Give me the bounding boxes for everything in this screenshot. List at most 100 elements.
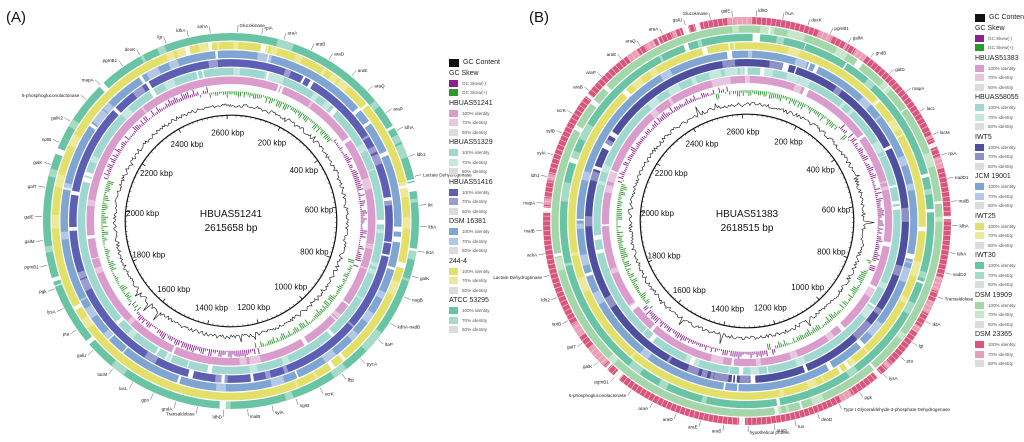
ring-gap	[138, 75, 146, 84]
gc-skew-bar	[833, 311, 838, 316]
kbp-minor-tick	[322, 270, 325, 272]
gc-skew-bar	[136, 306, 142, 312]
hatch-line	[550, 167, 558, 170]
gc-skew-bar	[189, 94, 192, 98]
kbp-minor-tick	[280, 312, 282, 314]
gene-label: gpo	[141, 398, 149, 403]
gc-skew-bar	[682, 335, 686, 341]
gc-skew-bar	[873, 253, 880, 256]
hatch-line	[903, 96, 910, 102]
ring-gap	[326, 328, 335, 337]
gc-skew-bar	[852, 287, 858, 292]
identity-ring	[43, 33, 419, 410]
gc-skew-bar	[688, 100, 691, 104]
ring-gap	[806, 61, 812, 71]
gc-skew-bar	[830, 123, 835, 129]
gc-skew-bar	[683, 103, 686, 107]
ring-base	[601, 75, 893, 367]
kbp-minor-tick	[695, 312, 697, 315]
gc-skew-bar	[120, 145, 125, 149]
gene-label: Glucokinase	[240, 23, 266, 28]
gene-leader-line	[43, 162, 51, 165]
gc-skew-bar	[643, 305, 648, 310]
hatch-line	[942, 201, 951, 203]
gc-skew-bar	[875, 243, 880, 246]
hatch-line	[900, 93, 907, 99]
kbp-tick	[648, 260, 653, 263]
kbp-tick	[277, 126, 281, 131]
ring-gap	[328, 107, 338, 117]
identity-swatch	[975, 153, 984, 161]
gene-label: pycA	[367, 362, 378, 367]
gene-leader-line	[52, 139, 60, 143]
gc-skew-bar	[120, 148, 123, 150]
hatch-line	[587, 343, 594, 349]
gc-skew-bar	[106, 258, 110, 260]
gc-skew-bar	[808, 106, 812, 111]
gc-skew-bar	[775, 345, 777, 349]
gc-skew-positive: GC Skew(+)	[975, 43, 1024, 53]
gene-leader-line	[247, 409, 249, 417]
ring-segment	[249, 354, 262, 365]
ring-segment	[60, 231, 69, 240]
kbp-minor-tick	[306, 148, 309, 151]
kbp-minor-tick	[283, 129, 285, 132]
hatch-line	[932, 286, 940, 289]
gene-label: Lactate Dehydrogenase	[493, 275, 542, 280]
ring-segment	[367, 167, 376, 172]
gene-leader-line	[328, 53, 333, 60]
ring-gap	[278, 85, 285, 95]
hatch-line	[712, 19, 715, 28]
gene-leader-line	[414, 174, 422, 177]
ring-gap	[207, 42, 213, 52]
gc-skew-bar	[258, 94, 261, 99]
gc-skew-bar	[869, 266, 876, 270]
kbp-label: 2200 kbp	[655, 169, 688, 178]
hatch-line	[581, 100, 588, 106]
gc-skew-bar	[834, 124, 837, 127]
gc-content-line	[627, 102, 875, 344]
kbp-minor-tick	[284, 309, 287, 312]
gc-skew-bar	[629, 155, 633, 158]
gc-skew-bar	[867, 166, 874, 171]
gene-label: araP	[586, 70, 596, 75]
gc-skew-bar	[279, 339, 281, 342]
gene-leader-line	[593, 361, 599, 367]
gene-leader-line	[937, 296, 944, 300]
ring-segment	[901, 215, 910, 222]
ring-segment	[369, 100, 380, 111]
identity-label: 100% identity	[462, 229, 490, 235]
gc-skew-bar	[101, 206, 109, 209]
gc-skew-bar	[277, 100, 281, 107]
hatch-line	[798, 24, 801, 32]
gc-skew-bar	[807, 329, 812, 336]
kbp-minor-tick	[260, 119, 262, 122]
gc-content-label: GC Content	[463, 59, 500, 67]
gene-label: araB	[316, 41, 326, 46]
gc-skew-bar	[292, 107, 295, 112]
gc-skew-bar	[848, 298, 851, 302]
ring-gap	[379, 150, 389, 159]
hatch-line	[820, 31, 825, 39]
ring-gap	[154, 347, 161, 356]
gene-label: lacM	[940, 130, 950, 135]
gc-skew-bar	[204, 348, 207, 352]
gc-skew-bar	[342, 280, 346, 283]
gene-leader-line	[411, 275, 419, 279]
gc-skew-bar	[620, 185, 628, 189]
gc-skew-bar	[154, 326, 157, 330]
gene-label: araA	[288, 31, 299, 36]
gene-label: ldhA	[957, 251, 967, 256]
gc-skew-bar	[161, 332, 165, 338]
gc-skew-bar	[158, 108, 162, 112]
ring-segment	[269, 73, 285, 85]
ring-segment	[601, 164, 611, 174]
gc-skew-bar	[620, 251, 627, 255]
ring-segment	[384, 199, 393, 206]
identity-ring	[51, 41, 411, 401]
ring-segment	[330, 363, 347, 379]
gene-leader-line	[540, 175, 547, 177]
ring-segment	[906, 183, 915, 192]
ring-gap	[916, 279, 925, 285]
gc-skew-bar	[833, 126, 838, 131]
